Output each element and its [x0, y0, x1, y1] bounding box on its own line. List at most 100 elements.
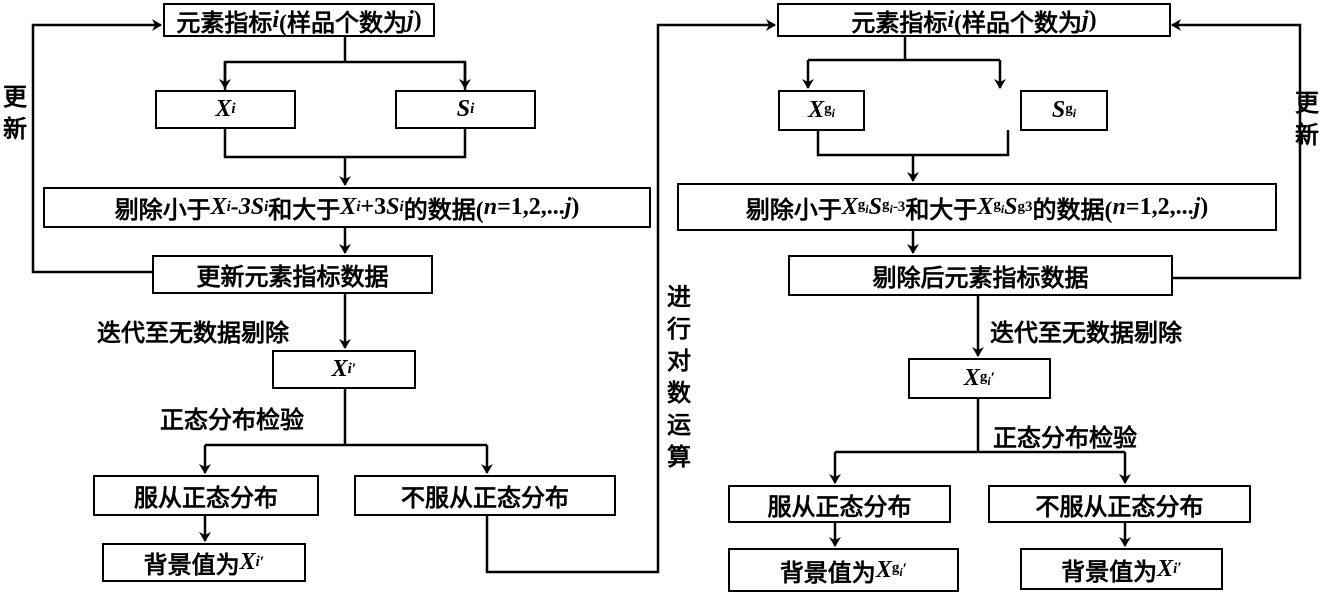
text: i: [226, 199, 231, 215]
right-normality-test-label: 正态分布检验: [993, 426, 1137, 452]
text: X: [215, 96, 232, 122]
text: i: [255, 554, 260, 570]
text: i: [231, 101, 236, 117]
text: i: [1173, 560, 1178, 577]
text: -3: [230, 194, 251, 220]
text: X: [977, 193, 994, 220]
text: S: [386, 194, 400, 220]
text: X: [340, 194, 357, 220]
text: ): [413, 6, 422, 33]
text: i: [831, 105, 835, 120]
text: j: [564, 194, 572, 220]
text: 元素指标: [851, 10, 948, 37]
log-transform-connector: [485, 19, 776, 574]
text: 背景值为: [143, 553, 240, 579]
text: i: [1000, 202, 1005, 216]
text: 剔除小于: [745, 197, 842, 224]
text: ′: [902, 561, 908, 578]
right-removed-data-box: 剔除后元素指标数据: [788, 255, 1173, 296]
text: ′: [990, 369, 996, 387]
text: 的数据(: [403, 198, 484, 224]
text: j: [407, 6, 414, 33]
text: i: [1072, 105, 1077, 120]
text: X: [331, 356, 348, 382]
text: X: [808, 97, 825, 123]
text: S: [456, 96, 471, 122]
text: i: [272, 6, 279, 33]
right-iterate-label: 迭代至无数据剔除: [990, 321, 1182, 347]
left-normality-test-label: 正态分布检验: [160, 408, 304, 434]
text: ′: [351, 360, 357, 378]
text: i: [865, 202, 869, 216]
left-normal-box: 服从正态分布: [93, 475, 319, 516]
text: 背景值为: [779, 560, 876, 587]
text: S: [1051, 97, 1066, 123]
text: (样品个数为: [279, 10, 407, 37]
text: =1,2,...: [497, 194, 565, 220]
text: S: [868, 193, 882, 220]
text: 背景值为: [1061, 559, 1158, 586]
text: +3: [360, 194, 387, 220]
text: ): [571, 194, 580, 220]
text: 3: [1025, 198, 1033, 215]
text: i: [899, 565, 903, 579]
text: (样品个数为: [954, 10, 1082, 37]
text: j: [1082, 6, 1089, 33]
text: i: [399, 199, 404, 215]
left-iterate-label: 迭代至无数据剔除: [97, 321, 289, 347]
text: ′: [259, 553, 265, 571]
text: X: [210, 194, 227, 220]
text: g: [979, 368, 988, 385]
text: ′: [1177, 560, 1182, 577]
right-normal-box: 服从正态分布: [728, 485, 951, 523]
text: X: [239, 549, 256, 575]
log-transform-label: 进行对数运算: [667, 285, 691, 471]
left-not-normal-box: 不服从正态分布: [354, 475, 616, 516]
right-not-normal-box: 不服从正态分布: [988, 485, 1251, 523]
text: g: [857, 197, 866, 213]
text: 的数据(: [1032, 197, 1113, 224]
text: X: [875, 556, 892, 583]
update-loop-right: [1171, 19, 1302, 280]
text: g: [881, 197, 890, 213]
text: X: [963, 365, 980, 391]
text: S: [1004, 193, 1018, 220]
text: 和大于: [268, 198, 341, 224]
text: =1,2,...: [1125, 193, 1194, 220]
text: i: [889, 202, 893, 216]
text: g: [1017, 198, 1026, 215]
text: 剔除小于: [114, 198, 211, 224]
left-update-data-box: 更新元素指标数据: [152, 255, 433, 294]
text: i: [264, 199, 269, 215]
text: S: [250, 194, 265, 220]
text: 元素指标: [176, 10, 273, 37]
text: ): [1200, 193, 1209, 220]
text: g: [891, 560, 900, 576]
text: g: [1065, 100, 1073, 117]
text: X: [1157, 555, 1174, 582]
text: g: [993, 197, 1001, 213]
text: X: [841, 193, 858, 220]
text: -3: [892, 198, 906, 215]
text: j: [1193, 193, 1201, 220]
text: i: [356, 199, 361, 215]
text: n: [1112, 193, 1126, 220]
text: 和大于: [905, 197, 978, 224]
text: g: [824, 100, 832, 117]
update-loop-left: [31, 19, 162, 274]
left-update-loop-label: 更新: [3, 85, 27, 143]
text: n: [483, 194, 498, 220]
